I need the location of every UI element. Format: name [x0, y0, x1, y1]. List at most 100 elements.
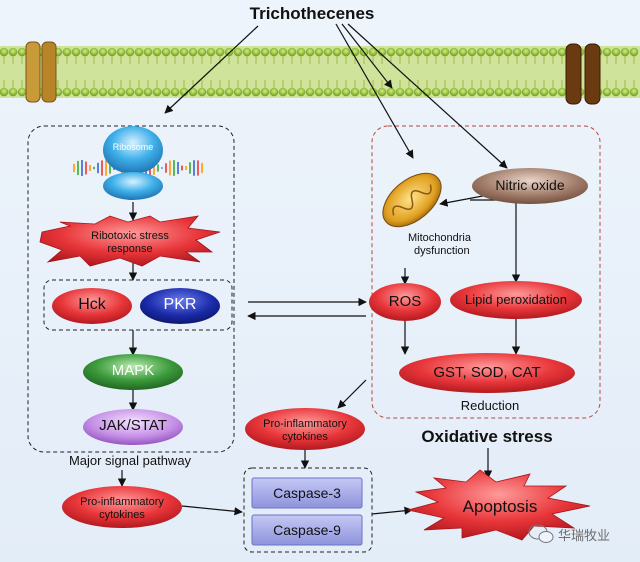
- lipid-head: [629, 47, 639, 57]
- lipid-head: [386, 47, 396, 57]
- lipid-head: [206, 87, 216, 97]
- lipid-head: [197, 87, 207, 97]
- antioxidants-shape: [399, 353, 575, 393]
- cytokines-right-label: Pro-inflammatory cytokines: [263, 418, 347, 444]
- lipid-head: [530, 47, 540, 57]
- lipid-head: [539, 87, 549, 97]
- cyto-left-line2: cytokines: [99, 509, 145, 521]
- lipid-head: [332, 47, 342, 57]
- arrow-no-to-lipid: [470, 199, 521, 283]
- lipid-head: [152, 47, 162, 57]
- pkr-label: PKR: [163, 296, 197, 313]
- lipid-head: [8, 87, 18, 97]
- lipid-head: [89, 47, 99, 57]
- lipid-head: [296, 87, 306, 97]
- hck-label: Hck: [78, 296, 106, 313]
- lipid-head: [251, 87, 261, 97]
- lipid-head: [620, 47, 630, 57]
- lipid-head: [458, 47, 468, 57]
- lipid-head: [314, 87, 324, 97]
- lipid-head: [179, 47, 189, 57]
- lipid-head: [404, 87, 414, 97]
- lipid-head: [296, 47, 306, 57]
- lipid-head: [485, 47, 495, 57]
- arrow-title-to-left: [164, 25, 259, 114]
- lipid-head: [395, 47, 405, 57]
- arrow-title-to-membrane: [341, 23, 393, 89]
- mapk-shape: [83, 354, 183, 390]
- lipid-head: [251, 47, 261, 57]
- lipid-head: [548, 47, 558, 57]
- lipid-head: [413, 87, 423, 97]
- lipid-head: [215, 47, 225, 57]
- lipid-head: [134, 47, 144, 57]
- lipid-head: [233, 87, 243, 97]
- ribotoxic-stress-shape: [39, 215, 221, 267]
- mitochondrion-graphic: [382, 172, 442, 228]
- lipid-head: [161, 47, 171, 57]
- antioxidants-label: GST, SOD, CAT: [433, 364, 541, 381]
- mito-dysfunction-label: Mitochondria dysfunction: [408, 232, 471, 258]
- lipid-head: [161, 87, 171, 97]
- oxidative-stress-panel: [371, 125, 601, 419]
- lipid-head: [449, 87, 459, 97]
- lipid-head: [98, 47, 108, 57]
- caspase9-shape: [251, 514, 363, 546]
- cytokines-left-shape: [62, 486, 182, 528]
- lipid-head: [179, 87, 189, 97]
- lipid-head: [341, 47, 351, 57]
- lipid-head: [107, 47, 117, 57]
- lipid-head: [602, 87, 612, 97]
- cyto-right-line2: cytokines: [282, 431, 328, 443]
- ros-shape: [369, 283, 441, 321]
- lipid-head: [557, 47, 567, 57]
- lipid-head: [80, 87, 90, 97]
- lipid-head: [467, 47, 477, 57]
- lipid-head: [521, 87, 531, 97]
- lipid-head: [107, 87, 117, 97]
- lipid-head: [602, 47, 612, 57]
- lipid-head: [611, 47, 621, 57]
- lipid-head: [314, 47, 324, 57]
- reduction-label: Reduction: [460, 398, 520, 413]
- lipid-head: [0, 87, 9, 97]
- lipid-head: [0, 47, 9, 57]
- lipid-head: [305, 87, 315, 97]
- lipid-head: [431, 87, 441, 97]
- cytokines-right-shape: [245, 408, 365, 450]
- caspase3-shape: [251, 477, 363, 509]
- lipid-head: [476, 47, 486, 57]
- ribotoxic-line2: response: [107, 243, 153, 255]
- lipid-head: [89, 87, 99, 97]
- major-pathway-panel: [27, 125, 235, 453]
- lipid-head: [62, 87, 72, 97]
- lipid-head: [530, 87, 540, 97]
- cell-membrane: [0, 46, 640, 98]
- wechat-logo-icon: [528, 524, 554, 543]
- arrow-cytokines-to-caspase-left: [181, 505, 243, 516]
- nitric-oxide-label: Nitric oxide: [495, 177, 565, 193]
- lipid-head: [539, 47, 549, 57]
- arrow-title-to-mito: [335, 23, 414, 159]
- lipid-head: [269, 87, 279, 97]
- lipid-head: [305, 47, 315, 57]
- lipid-head: [350, 87, 360, 97]
- oxidative-stress-label: Oxidative stress: [421, 427, 553, 446]
- lipid-head: [440, 47, 450, 57]
- ribosome-label: Ribosome: [112, 142, 154, 152]
- lipid-head: [260, 87, 270, 97]
- pkr-shape: [140, 288, 220, 324]
- lipid-head: [629, 87, 639, 97]
- lipid-head: [341, 87, 351, 97]
- lipid-head: [206, 47, 216, 57]
- lipid-head: [269, 47, 279, 57]
- lipid-head: [404, 47, 414, 57]
- lipid-head: [287, 47, 297, 57]
- membrane-channel-right: [565, 43, 601, 105]
- caspase3-label: Caspase-3: [273, 485, 341, 501]
- lipid-head: [170, 47, 180, 57]
- lipid-head: [278, 87, 288, 97]
- lipid-head: [413, 47, 423, 57]
